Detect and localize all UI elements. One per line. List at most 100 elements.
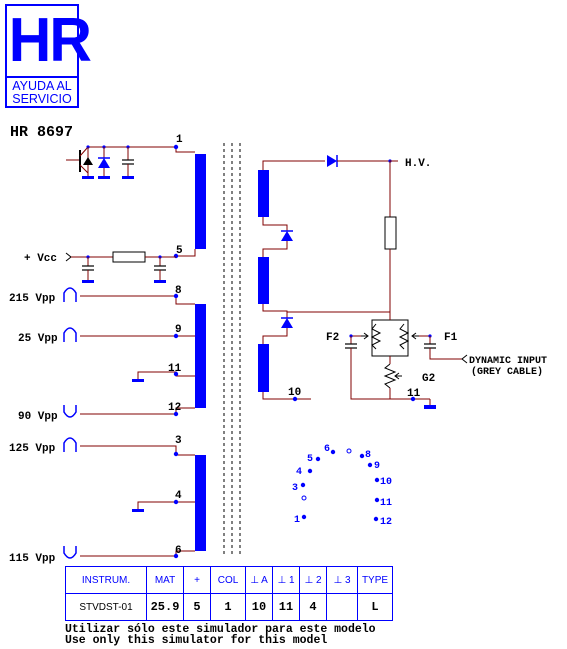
hv-secondary	[258, 155, 468, 409]
output-115vpp-label: 115 Vpp	[9, 553, 56, 565]
pinout-dot-7	[346, 448, 352, 454]
pinout-label-10: 10	[380, 477, 392, 488]
hv-winding-bar	[258, 257, 269, 304]
winding-bar	[195, 455, 206, 551]
primary-winding-1-5	[88, 144, 206, 259]
pinout-diagram	[300, 448, 380, 522]
positive-pulse-icon	[63, 327, 77, 342]
logo-subtitle-line2: SERVICIO	[12, 92, 72, 106]
diode-icon	[281, 231, 293, 241]
spec-table: INSTRUM. MAT + COL ⊥ A ⊥ 1 ⊥ 2 ⊥ 3 TYPE …	[65, 566, 393, 621]
pinout-dot-11	[374, 497, 380, 503]
pinout-dot-1	[301, 514, 307, 520]
value-col: 1	[210, 593, 246, 621]
hv-winding-bar	[258, 170, 269, 217]
resistor-icon	[112, 251, 146, 263]
hv-winding-bar	[258, 344, 269, 392]
f1-pot-icon	[398, 323, 410, 350]
header-instrum: INSTRUM.	[65, 566, 147, 594]
negative-pulse-icon	[63, 546, 77, 559]
output-25vpp-label: 25 Vpp	[18, 333, 58, 345]
pinout-label-11: 11	[380, 498, 392, 509]
header-ground-3: ⊥ 3	[326, 566, 358, 594]
pinout-label-8: 8	[365, 450, 371, 461]
pulse-icons	[63, 287, 77, 559]
pin-3-label: 3	[175, 435, 182, 447]
winding-8-12	[80, 293, 206, 417]
pinout-dot-10	[374, 477, 380, 483]
pinout-label-12: 12	[380, 517, 392, 528]
dynamic-input-label: DYNAMIC INPUT	[469, 356, 547, 367]
output-90vpp-label: 90 Vpp	[18, 411, 58, 423]
vcc-label: + Vcc	[24, 253, 57, 265]
pin-5-label: 5	[176, 245, 183, 257]
value-plus: 5	[183, 593, 211, 621]
pin-1-label: 1	[176, 134, 183, 146]
diode-icon	[98, 158, 110, 168]
pinout-dot-9	[367, 462, 373, 468]
switch-circuit	[66, 145, 134, 179]
pin-10-label: 10	[288, 387, 301, 399]
pinout-label-6: 6	[324, 444, 330, 455]
hr-logo: HR AYUDA AL SERVICIO	[5, 4, 92, 108]
output-215vpp-label: 215 Vpp	[9, 293, 56, 305]
pin-12-label: 12	[168, 402, 181, 414]
value-ground-a: 10	[245, 593, 273, 621]
pinout-label-1: 1	[294, 515, 300, 526]
pin-8-label: 8	[175, 285, 182, 297]
grey-cable-label: (GREY CABLE)	[471, 366, 543, 378]
header-ground-2: ⊥ 2	[299, 566, 327, 594]
pin-11-label: 11	[168, 363, 182, 375]
vcc-input	[65, 251, 176, 283]
positive-pulse-icon	[63, 437, 77, 452]
f2-pot-icon	[370, 323, 382, 350]
pinout-dot-8	[359, 453, 365, 459]
pinout-label-9: 9	[374, 461, 380, 472]
header-type: TYPE	[357, 566, 393, 594]
pinout-dot-12	[373, 516, 379, 522]
spec-table-value-row: STVDST-01 25.9 5 1 10 11 4 L	[65, 593, 393, 621]
value-ground-1: 11	[272, 593, 300, 621]
g2-pot-icon	[383, 363, 397, 389]
header-plus: +	[183, 566, 211, 594]
value-instrum: STVDST-01	[65, 593, 147, 621]
hv-label: H.V.	[405, 158, 431, 170]
header-ground-1: ⊥ 1	[272, 566, 300, 594]
g2-label: G2	[422, 373, 435, 385]
value-mat: 25.9	[146, 593, 184, 621]
pinout-dot-6	[330, 449, 336, 455]
pin-4-label: 4	[175, 490, 182, 502]
f1-label: F1	[444, 332, 458, 344]
transformer-core	[223, 143, 241, 556]
pinout-dot-2	[301, 495, 307, 501]
note-spanish: Utilizar sólo este simulador para este m…	[65, 623, 376, 636]
header-mat: MAT	[146, 566, 184, 594]
diode-icon	[281, 318, 293, 328]
logo-subtitle-line1: AYUDA AL	[12, 79, 72, 93]
value-ground-2: 4	[299, 593, 327, 621]
winding-bar	[195, 154, 206, 249]
f2-label: F2	[326, 332, 339, 344]
model-title: HR 8697	[10, 124, 74, 141]
winding-bar	[195, 304, 206, 408]
header-col: COL	[210, 566, 246, 594]
pin-6-label: 6	[175, 545, 182, 557]
header-ground-a: ⊥ A	[245, 566, 273, 594]
positive-pulse-icon	[63, 287, 77, 302]
spec-table-header-row: INSTRUM. MAT + COL ⊥ A ⊥ 1 ⊥ 2 ⊥ 3 TYPE	[65, 566, 393, 594]
pinout-dot-5	[315, 456, 321, 462]
hv-diode-icon	[327, 155, 337, 167]
logo-divider	[7, 76, 77, 78]
pin-9-label: 9	[175, 324, 182, 336]
pinout-label-4: 4	[296, 467, 302, 478]
pinout-dot-4	[307, 468, 313, 474]
note-english: Use only this simulator for this model	[65, 634, 328, 647]
pinout-label-5: 5	[307, 454, 313, 465]
pin-11-hv-label: 11	[407, 388, 421, 400]
winding-3-6	[80, 445, 206, 559]
negative-pulse-icon	[63, 405, 77, 418]
value-ground-3	[326, 593, 358, 621]
logo-subtitle: AYUDA AL SERVICIO	[7, 80, 77, 106]
pinout-label-3: 3	[292, 483, 298, 494]
output-125vpp-label: 125 Vpp	[9, 443, 56, 455]
